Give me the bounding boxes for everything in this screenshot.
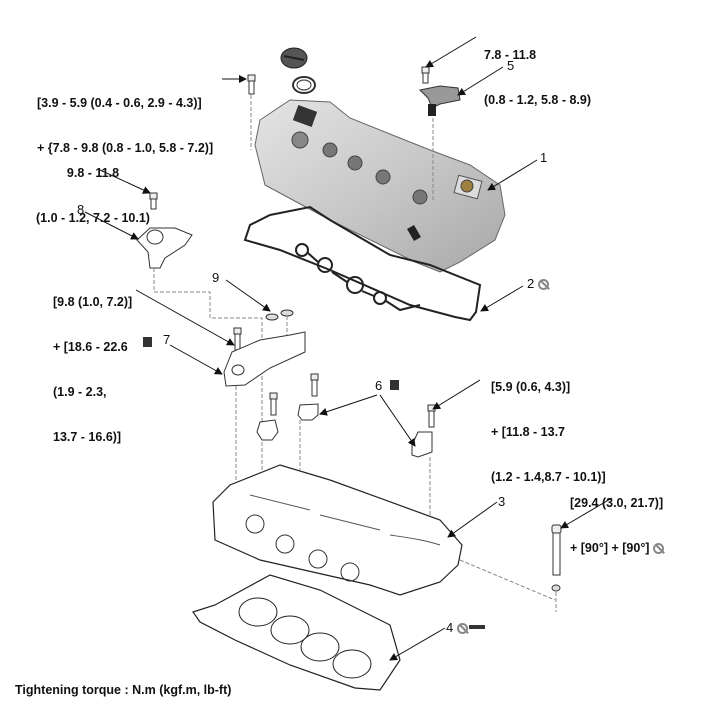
- sealant-icon: [143, 337, 485, 629]
- torque-line: + [11.8 - 13.7: [491, 425, 566, 439]
- callout-6: 6: [375, 378, 383, 393]
- cover-bolt: [247, 74, 256, 150]
- callout-2-label: 2: [527, 276, 535, 291]
- torque-front-cap: [9.8 (1.0, 7.2)] + [18.6 - 22.6 (1.9 - 2…: [53, 265, 132, 460]
- torque-line: [9.8 (1.0, 7.2)]: [53, 295, 133, 309]
- torque-line: (0.8 - 1.2, 5.8 - 8.9): [484, 93, 591, 107]
- front-bearing-cap: [223, 327, 306, 500]
- torque-line: 9.8 - 11.8: [66, 166, 120, 180]
- head-gasket: [192, 574, 401, 691]
- torque-line: 7.8 - 11.8: [484, 48, 537, 62]
- oil-control-valve-bracket: [136, 192, 263, 470]
- torque-line: (1.2 - 1.4,8.7 - 10.1)]: [491, 470, 606, 484]
- torque-line-text: + [90°] + [90°]: [570, 541, 650, 555]
- cylinder-head-cover: [254, 99, 506, 273]
- torque-cap-bolt: [5.9 (0.6, 4.3)] + [11.8 - 13.7 (1.2 - 1…: [491, 350, 606, 500]
- torque-units-footer: Tightening torque : N.m (kgf.m, lb-ft): [15, 683, 232, 697]
- callout-9: 9: [212, 270, 220, 285]
- torque-line: + [90°] + [90°]: [570, 541, 664, 556]
- torque-line: (1.0 - 1.2, 7.2 - 10.1): [36, 211, 150, 225]
- callout-3: 3: [498, 494, 506, 509]
- torque-line: [3.9 - 5.9 (0.4 - 0.6, 2.9 - 4.3)]: [37, 96, 202, 110]
- callout-5: 5: [507, 58, 515, 73]
- callout-7: 7: [163, 332, 171, 347]
- torque-line: 13.7 - 16.6)]: [53, 430, 122, 444]
- callout-4-label: 4: [446, 620, 454, 635]
- torque-line: [29.4 (3.0, 21.7)]: [570, 496, 664, 510]
- torque-line: (1.9 - 2.3,: [53, 385, 107, 399]
- callout-2: 2: [527, 276, 549, 291]
- torque-line: + [18.6 - 22.6: [53, 340, 128, 354]
- callout-8: 8: [77, 202, 85, 217]
- leader-lines: [84, 36, 613, 661]
- cylinder-head: [212, 464, 556, 601]
- camshaft-bearing-caps: [256, 373, 436, 520]
- replace-icon: [537, 279, 549, 291]
- replace-icon: [456, 623, 468, 635]
- callout-4: 4: [446, 620, 468, 635]
- torque-cover-bolt: [3.9 - 5.9 (0.4 - 0.6, 2.9 - 4.3)] + {7.…: [37, 66, 213, 171]
- torque-line: [5.9 (0.6, 4.3)]: [491, 380, 571, 394]
- replace-icon: [652, 543, 664, 555]
- head-bolt: [551, 524, 562, 612]
- oil-filler-cap: [280, 47, 316, 94]
- cover-gasket: [243, 205, 482, 322]
- callout-1: 1: [540, 150, 548, 165]
- torque-line: + {7.8 - 9.8 (0.8 - 1.0, 5.8 - 7.2)]: [37, 141, 214, 155]
- torque-head-bolt: [29.4 (3.0, 21.7)] + [90°] + [90°]: [570, 466, 664, 571]
- torque-bracket-bolt: 9.8 - 11.8 (1.0 - 1.2, 7.2 - 10.1): [36, 136, 150, 241]
- torque-sensor-bolt: 7.8 - 11.8 (0.8 - 1.2, 5.8 - 8.9): [484, 18, 591, 123]
